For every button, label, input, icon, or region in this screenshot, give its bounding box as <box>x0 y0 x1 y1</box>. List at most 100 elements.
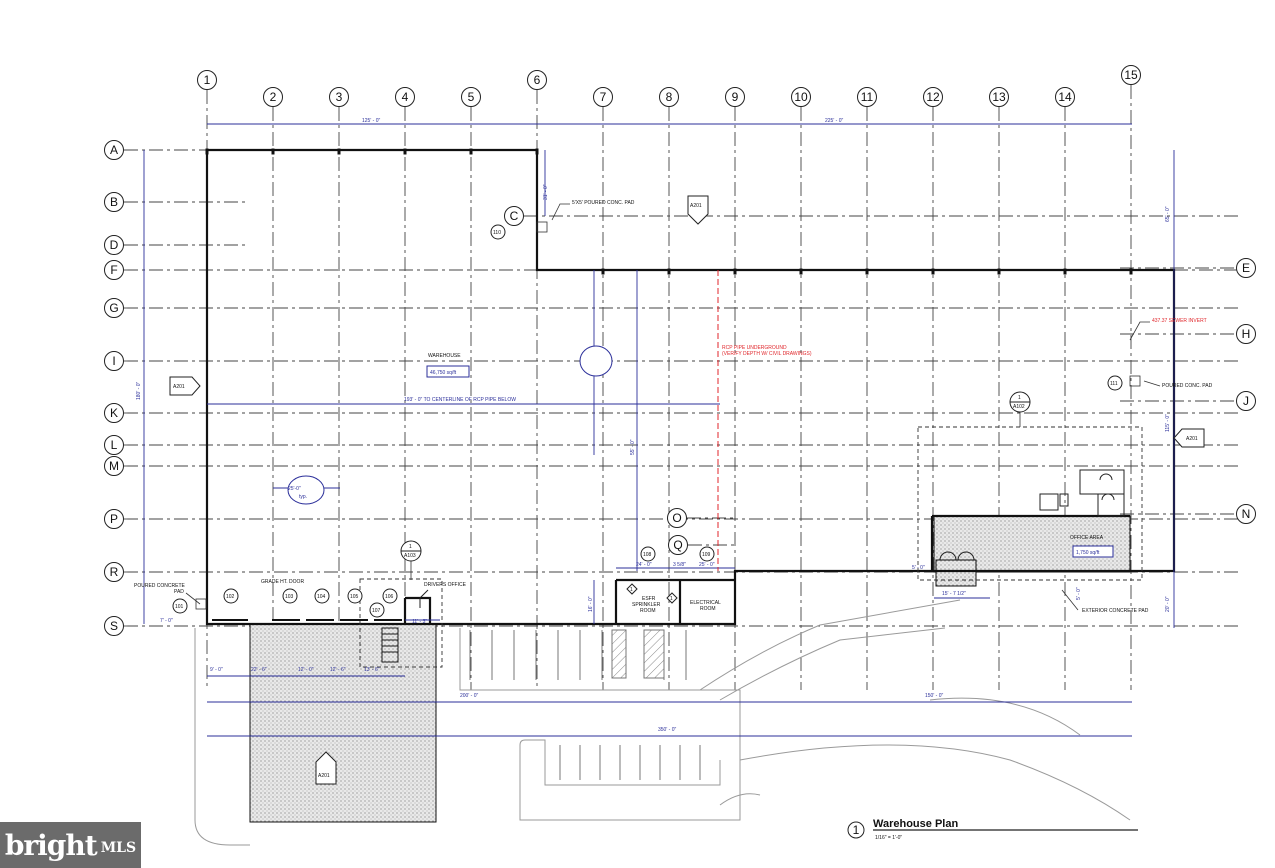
svg-text:105: 105 <box>350 594 359 600</box>
row-bubble-C: C <box>504 206 524 226</box>
column-tick-6 <box>535 148 539 155</box>
tag-108: 108 <box>640 546 656 562</box>
tag-109: 109 <box>699 546 715 562</box>
plan-title: Warehouse Plan <box>873 818 958 830</box>
column-tick-4 <box>403 148 407 155</box>
ext-pad-label: EXTERIOR CONCRETE PAD <box>1082 608 1149 614</box>
site-paving <box>194 599 1131 846</box>
row-bubble-F: F <box>104 260 124 280</box>
svg-text:3: 3 <box>336 90 343 104</box>
driver-stairs <box>381 589 429 663</box>
svg-text:9: 9 <box>732 90 739 104</box>
dim-top-left: 125' - 0" <box>362 118 381 124</box>
svg-text:P: P <box>110 512 118 526</box>
dim-bottom-total: 350' - 0" <box>658 727 677 733</box>
esfr-label-3: ROOM <box>640 608 656 614</box>
dim-b7: 7' - 0" <box>160 618 173 624</box>
row-bubble-G: G <box>104 298 124 318</box>
column-bubble-6: 6 <box>527 70 547 90</box>
svg-text:A201: A201 <box>690 203 702 209</box>
svg-text:8: 8 <box>666 90 673 104</box>
column-tick-13 <box>997 268 1001 275</box>
svg-text:1: 1 <box>1018 395 1021 401</box>
column-bubble-1: 1 <box>197 70 217 90</box>
column-bubble-2: 2 <box>263 87 283 107</box>
marker-a201-top: A201 <box>687 195 709 225</box>
svg-text:J: J <box>1243 394 1249 408</box>
tag-103: 103 <box>282 588 298 604</box>
column-bubble-13: 13 <box>989 87 1009 107</box>
office-5-dim: 5' - 0" <box>912 565 925 571</box>
svg-text:C: C <box>510 209 519 223</box>
svg-text:1: 1 <box>409 544 412 550</box>
svg-text:110: 110 <box>493 230 501 236</box>
column-tick-9 <box>733 268 737 275</box>
row-bubble-R: R <box>104 562 124 582</box>
plan-number-bubble <box>847 821 865 839</box>
row-bubble-H: H <box>1236 324 1256 344</box>
dim-b12a: 12' - 0" <box>298 667 314 673</box>
svg-text:5: 5 <box>468 90 475 104</box>
svg-text:A201: A201 <box>318 773 330 779</box>
tag-105: 105 <box>347 588 363 604</box>
column-tick-1 <box>205 148 209 155</box>
svg-text:107: 107 <box>372 608 381 614</box>
column-tick-5 <box>469 148 473 155</box>
svg-text:G: G <box>109 301 118 315</box>
dim-top-right: 225' - 0" <box>825 118 844 124</box>
column-tick-3 <box>337 148 341 155</box>
svg-text:102: 102 <box>226 594 235 600</box>
tag-106: 106 <box>382 588 398 604</box>
svg-text:I: I <box>112 354 115 368</box>
brand-name: bright <box>4 828 98 862</box>
column-bubble-14: 14 <box>1055 87 1075 107</box>
svg-text:103: 103 <box>285 594 294 600</box>
svg-text:11: 11 <box>861 90 874 104</box>
svg-text:12: 12 <box>926 90 940 104</box>
row-bubble-J: J <box>1236 391 1256 411</box>
row-bubble-K: K <box>104 403 124 423</box>
svg-text:14: 14 <box>1058 90 1072 104</box>
row-bubble-A: A <box>104 140 124 160</box>
plan-number: 1 <box>853 823 860 837</box>
row-bubble-S: S <box>104 616 124 636</box>
marker-a201-bottom: A201 <box>315 751 337 785</box>
dimension-lines <box>143 123 1175 737</box>
row-bubble-E: E <box>1236 258 1256 278</box>
column-bubble-7: 7 <box>593 87 613 107</box>
svg-text:101: 101 <box>175 604 184 610</box>
dim-b22: 22' - 6" <box>251 667 267 673</box>
svg-text:109: 109 <box>702 552 711 558</box>
row-bubble-Q: Q <box>668 535 688 555</box>
row-bubble-P: P <box>104 509 124 529</box>
conc-pad-note: 5'X5' POURED CONC. PAD <box>572 200 635 206</box>
marker-elec-diamond: 1 <box>666 592 678 604</box>
tag-102: 102 <box>223 588 239 604</box>
svg-text:7: 7 <box>600 90 607 104</box>
sewer-note: 437.37 SEWER INVERT <box>1152 318 1207 324</box>
column-bubble-10: 10 <box>791 87 811 107</box>
svg-text:6: 6 <box>534 73 541 87</box>
loading-apron <box>249 623 437 823</box>
svg-text:15: 15 <box>1124 68 1138 82</box>
elec-label-2: ROOM <box>700 606 716 612</box>
column-tick-12 <box>931 268 935 275</box>
dim-c-offset: 31' - 0" <box>543 184 549 200</box>
esfr-label-1: ESFR <box>642 596 656 602</box>
svg-text:A201: A201 <box>173 384 185 390</box>
row-bubble-B: B <box>104 192 124 212</box>
svg-text:A102: A102 <box>1013 404 1025 410</box>
elec-width: 25' - 0" <box>699 562 715 568</box>
svg-text:B: B <box>110 195 118 209</box>
svg-text:A201: A201 <box>1186 436 1198 442</box>
dim-right-bottom: 20' - 0" <box>1165 596 1171 612</box>
svg-text:N: N <box>1242 507 1251 521</box>
svg-text:4: 4 <box>402 90 409 104</box>
warehouse-area-box <box>426 365 470 378</box>
door-11-dim: 11' - 3" <box>412 619 427 625</box>
column-bubble-8: 8 <box>659 87 679 107</box>
plan-scale: 1/16" = 1'-0" <box>875 835 902 841</box>
row-bubble-M: M <box>104 456 124 476</box>
elec-label-1: ELECTRICAL <box>690 600 721 606</box>
